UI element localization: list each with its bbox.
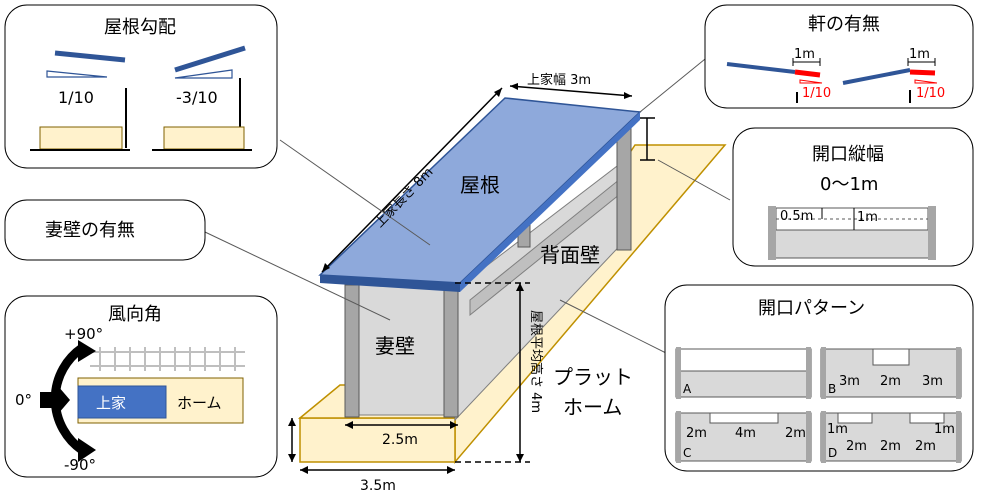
wind-minus90: -90°: [64, 456, 96, 474]
width-label: 上家幅 3m: [527, 72, 591, 88]
callout-lines: [204, 54, 731, 361]
opening-pattern-panel: 開口パターン A B 3m 2m 3m C 2m 4m 2m D 1m 2m: [664, 284, 974, 472]
platform-label-line1: プラット: [553, 365, 633, 389]
opening-height-range: 0～1m: [820, 174, 878, 195]
pattern-d-d3: 2m: [880, 439, 901, 454]
platform-label-line2: ホーム: [563, 395, 622, 419]
building-3d: [318, 97, 642, 422]
gable-label: 妻壁: [375, 334, 415, 358]
pattern-a-label: A: [683, 382, 692, 396]
opening-height-title: 開口縦幅: [812, 144, 884, 165]
wind-zero: 0°: [15, 391, 32, 409]
pattern-d-d5: 1m: [934, 422, 955, 437]
wind-plus90: +90°: [64, 325, 103, 343]
opening-height-dim-b: 1m: [857, 210, 878, 225]
gable-wall-title: 妻壁の有無: [45, 220, 135, 241]
eaves-title: 軒の有無: [808, 14, 880, 35]
opening-height-dim-a: 0.5m: [780, 209, 813, 224]
dim-35-label: 3.5m: [360, 478, 396, 494]
opening-height-panel: 開口縦幅 0～1m 0.5m 1m: [732, 127, 974, 267]
wind-angle-panel: 風向角 上家 ホーム +90° 0° -90°: [4, 295, 278, 478]
eaves-right-slope: 1/10: [916, 86, 945, 101]
eaves-right-length: 1m: [909, 47, 930, 62]
pattern-d-label: D: [828, 446, 837, 460]
roof-slope-right-value: -3/10: [176, 88, 218, 107]
roof-slope-left-value: 1/10: [58, 88, 94, 107]
pattern-c-d3: 2m: [785, 426, 806, 441]
pattern-d-d2: 2m: [846, 439, 867, 454]
pattern-b-d2: 2m: [880, 374, 901, 389]
dim-25-label: 2.5m: [382, 432, 418, 448]
pattern-d-d1: 1m: [827, 422, 848, 437]
back-wall-label: 背面壁: [540, 243, 600, 267]
pattern-b-d3: 3m: [922, 374, 943, 389]
roof-slope-panel: 屋根勾配 1/10 -3/10: [4, 4, 278, 169]
pattern-d-d4: 2m: [915, 439, 936, 454]
pattern-b-d1: 3m: [839, 374, 860, 389]
wind-platform-label: ホーム: [177, 394, 222, 412]
eaves-panel: 軒の有無 1m 1/10 1m 1/10: [704, 4, 974, 109]
height-label: 屋根平均高さ 4m: [528, 310, 544, 413]
roof-label: 屋根: [460, 173, 500, 197]
pattern-c-d2: 4m: [735, 426, 756, 441]
gable-wall-panel: 妻壁の有無: [4, 199, 206, 261]
pattern-c-label: C: [683, 446, 691, 460]
pattern-b-label: B: [828, 382, 836, 396]
wind-angle-title: 風向角: [108, 304, 162, 325]
roof-slope-title: 屋根勾配: [104, 17, 176, 38]
dimension-lines: [288, 83, 655, 474]
eaves-left-slope: 1/10: [802, 86, 831, 101]
opening-pattern-title: 開口パターン: [758, 298, 865, 319]
pattern-c-d1: 2m: [686, 426, 707, 441]
wind-building-label: 上家: [96, 394, 126, 412]
eaves-left-length: 1m: [794, 47, 815, 62]
